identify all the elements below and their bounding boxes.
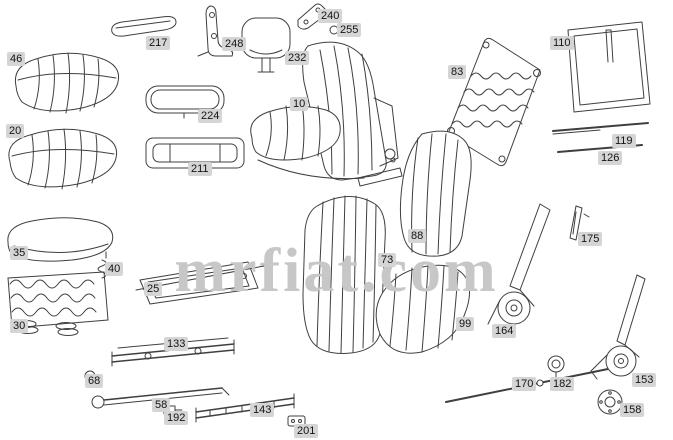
part-10-seat-assembly <box>250 41 403 187</box>
part-label-46: 46 <box>7 52 26 66</box>
part-label-35: 35 <box>10 246 29 260</box>
part-label-182: 182 <box>550 377 575 391</box>
part-label-88: 88 <box>408 229 427 243</box>
part-label-240: 240 <box>318 9 343 23</box>
part-83-spring-frame <box>447 37 541 167</box>
part-153-recliner-mechanism <box>590 274 646 380</box>
part-label-58: 58 <box>152 398 171 412</box>
part-label-133: 133 <box>164 337 189 351</box>
part-label-211: 211 <box>188 162 212 176</box>
part-20-seat-cushion <box>8 128 118 190</box>
part-label-248: 248 <box>222 37 247 51</box>
part-label-192: 192 <box>164 411 189 425</box>
part-label-25: 25 <box>144 282 163 296</box>
part-99-seat-cushion <box>375 264 470 354</box>
part-label-110: 110 <box>550 36 574 50</box>
part-73-seat-back <box>302 195 386 354</box>
part-46-seat-cushion <box>14 52 120 114</box>
part-217-pad <box>111 16 177 37</box>
part-label-175: 175 <box>578 232 603 246</box>
part-label-30: 30 <box>10 319 29 333</box>
part-label-10: 10 <box>290 97 309 111</box>
part-110-back-panel <box>567 21 651 113</box>
part-label-224: 224 <box>198 109 223 123</box>
part-58-rail-rod <box>91 387 230 409</box>
part-label-126: 126 <box>598 151 623 165</box>
part-119-rod <box>552 122 649 135</box>
part-label-232: 232 <box>285 51 310 65</box>
part-158-hub <box>597 389 623 415</box>
part-label-83: 83 <box>448 65 467 79</box>
part-label-73: 73 <box>378 253 397 267</box>
part-143-slide-rail <box>195 393 295 423</box>
part-label-40: 40 <box>105 262 124 276</box>
part-164-recliner-mechanism <box>487 203 551 325</box>
part-label-119: 119 <box>612 134 636 148</box>
part-248-hinge-bracket <box>197 5 234 57</box>
part-label-20: 20 <box>6 124 25 138</box>
part-label-68: 68 <box>85 374 104 388</box>
part-label-158: 158 <box>620 403 645 417</box>
part-224-pad <box>145 85 225 119</box>
part-182-grommet <box>547 355 565 379</box>
part-label-255: 255 <box>337 23 362 37</box>
part-label-170: 170 <box>512 377 537 391</box>
part-88-backrest-cushion <box>399 130 472 257</box>
part-label-217: 217 <box>146 36 171 50</box>
part-label-143: 143 <box>250 403 275 417</box>
part-label-153: 153 <box>632 373 657 387</box>
part-label-201: 201 <box>294 424 319 438</box>
part-label-164: 164 <box>492 324 517 338</box>
part-232-headrest <box>241 17 291 73</box>
part-label-99: 99 <box>456 317 475 331</box>
part-175-strip <box>569 205 590 241</box>
